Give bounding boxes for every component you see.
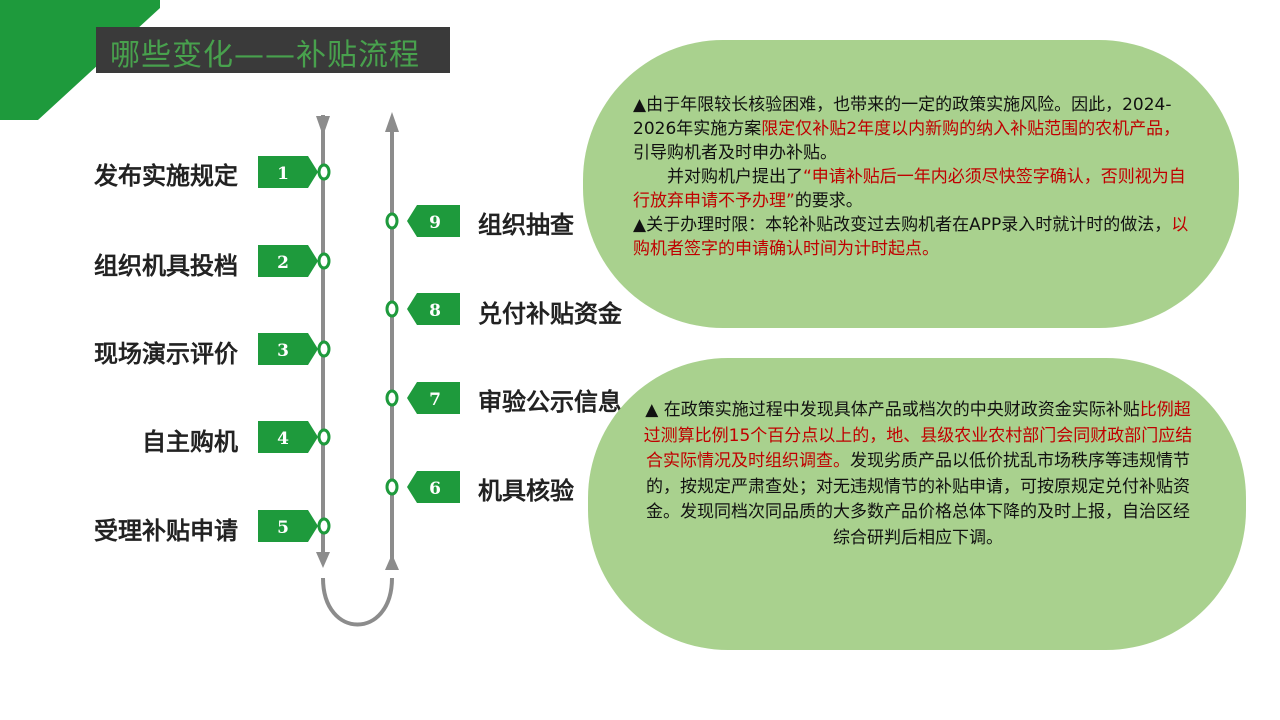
info-bubble-adjustment [588, 358, 1246, 650]
step-label-9: 组织抽查 [478, 211, 574, 239]
bubble-time-limit-text: ▲由于年限较长核验困难，也带来的一定的政策实施风险。因此，2024-2026年实… [633, 93, 1193, 261]
bubble-adjustment-text: ▲ 在政策实施过程中发现具体产品或档次的中央财政资金实际补贴比例超过测算比例15… [638, 398, 1198, 551]
u-turn-arrow [321, 577, 394, 627]
step-number-6: 6 [429, 479, 441, 499]
step-label-2: 组织机具投档 [94, 252, 238, 280]
right-node-8 [385, 300, 399, 318]
bubble1-p3-highlight: 以购机者签字的申请确认时间为计时起点。 [633, 215, 1189, 259]
bubble2-highlight: 比例超过测算比例15个百分点以上的，地、县级农业农村部门会同财政部门应结合实际情… [643, 400, 1193, 471]
step-number-4: 4 [277, 429, 289, 449]
step-number-2: 2 [277, 253, 289, 273]
right-tag-9 [407, 205, 460, 237]
bubble1-p2-tail: 的要求。 [794, 191, 863, 211]
bubble1-p2-highlight: “申请补贴后一年内必须尽快签字确认，否则视为自行放弃申请不予办理” [633, 167, 1186, 211]
step-label-8: 兑付补贴资金 [478, 300, 622, 328]
left-bottom-arrow-head [316, 552, 330, 568]
left-tag-2 [258, 245, 318, 277]
right-bottom-arrow-head [385, 554, 399, 570]
bubble2-tail: 发现劣质产品以低价扰乱市场秩序等违规情节的，按规定严肃查处；对无违规情节的补贴申… [646, 451, 1190, 548]
bubble1-paragraph-1: ▲由于年限较长核验困难，也带来的一定的政策实施风险。因此，2024-2026年实… [633, 93, 1193, 165]
left-node-5 [317, 517, 331, 535]
right-tag-8 [407, 293, 460, 325]
left-tag-3 [258, 333, 318, 365]
bubble1-p3-text: ▲关于办理时限：本轮补贴改变过去购机者在APP录入时就计时的做法， [633, 215, 1172, 235]
right-arrow-head [385, 112, 399, 132]
left-tag-5 [258, 510, 318, 542]
bubble1-paragraph-3: ▲关于办理时限：本轮补贴改变过去购机者在APP录入时就计时的做法，以购机者签字的… [633, 213, 1193, 261]
step-number-7: 7 [429, 390, 441, 410]
right-tag-7 [407, 382, 460, 414]
bubble1-p1-tail: 引导购机者及时申办补贴。 [633, 143, 837, 163]
step-label-7: 审验公示信息 [478, 388, 622, 416]
bubble1-p1-text: ▲由于年限较长核验困难，也带来的一定的政策实施风险。因此，2024-2026年实… [633, 95, 1172, 139]
step-number-5: 5 [277, 518, 289, 538]
step-label-4: 自主购机 [142, 428, 238, 456]
right-node-9 [385, 212, 399, 230]
info-bubble-time-limit [583, 40, 1239, 328]
right-node-7 [385, 389, 399, 407]
bubble1-p1-highlight: 限定仅补贴2年度以内新购的纳入补贴范围的农机产品， [761, 119, 1181, 139]
right-tag-6 [407, 471, 460, 503]
page-title: 哪些变化——补贴流程 [110, 38, 420, 73]
step-number-8: 8 [429, 301, 441, 321]
step-number-9: 9 [429, 213, 441, 233]
step-label-1: 发布实施规定 [94, 162, 238, 190]
left-node-3 [317, 340, 331, 358]
left-node-4 [317, 428, 331, 446]
step-label-6: 机具核验 [478, 477, 574, 505]
left-tag-4 [258, 421, 318, 453]
left-node-2 [317, 252, 331, 270]
left-tag-1 [258, 156, 318, 188]
left-arrow-head [316, 116, 330, 136]
title-bar [96, 27, 450, 73]
bubble1-paragraph-2: 并对购机户提出了“申请补贴后一年内必须尽快签字确认，否则视为自行放弃申请不予办理… [633, 165, 1193, 213]
step-label-3: 现场演示评价 [94, 340, 238, 368]
right-node-6 [385, 478, 399, 496]
bubble1-p2-text: 并对购机户提出了 [667, 167, 803, 187]
step-number-3: 3 [277, 341, 289, 361]
flow-diagram [258, 112, 460, 627]
left-node-1 [317, 163, 331, 181]
step-number-1: 1 [277, 164, 289, 184]
bubble2-text: ▲ 在政策实施过程中发现具体产品或档次的中央财政资金实际补贴 [645, 400, 1140, 420]
step-label-5: 受理补贴申请 [94, 517, 238, 545]
